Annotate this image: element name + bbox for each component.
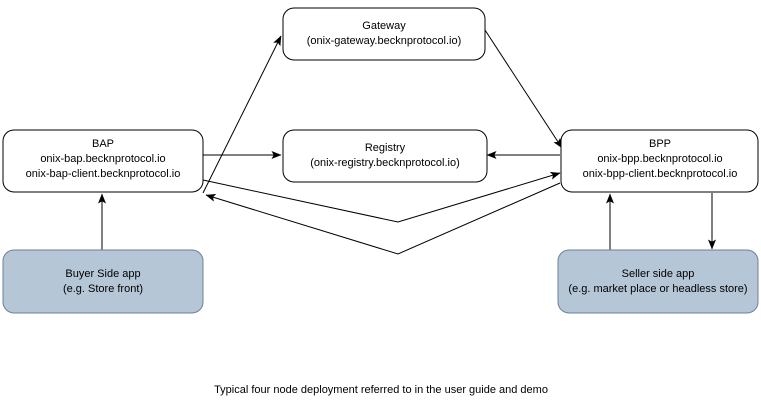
node-registry[interactable]: Registry (onix-registry.becknprotocol.io… (282, 129, 488, 183)
node-registry-title: Registry (365, 142, 406, 154)
node-seller-app-shape (557, 249, 759, 314)
node-gateway-title: Gateway (362, 20, 406, 32)
edge-layer (98, 29, 716, 255)
node-bpp-subtitle: onix-bpp.becknprotocol.io (597, 153, 722, 165)
node-gateway-shape (282, 7, 486, 61)
node-bpp-line3: onix-bpp-client.becknprotocol.io (583, 168, 738, 180)
node-bap-subtitle: onix-bap.becknprotocol.io (40, 153, 165, 165)
node-bpp[interactable]: BPP onix-bpp.becknprotocol.io onix-bpp-c… (560, 129, 759, 193)
edge-gateway-to-bpp (484, 29, 563, 149)
node-buyer-app-title: Buyer Side app (65, 268, 140, 280)
node-seller-app-title: Seller side app (622, 268, 695, 280)
node-gateway-subtitle: (onix-gateway.becknprotocol.io) (307, 35, 461, 47)
node-seller-app-subtitle: (e.g. market place or headless store) (568, 283, 747, 295)
edge-bap-to-bpp (202, 171, 561, 223)
node-gateway[interactable]: Gateway (onix-gateway.becknprotocol.io) (282, 7, 486, 61)
edge-bap-to-gateway (202, 35, 282, 194)
node-bap[interactable]: BAP onix-bap.becknprotocol.io onix-bap-c… (2, 129, 204, 193)
node-buyer-app-subtitle: (e.g. Store front) (63, 283, 143, 295)
node-buyer-app-shape (2, 249, 204, 314)
edge-bpp-to-bap (205, 182, 561, 255)
node-bap-shape (2, 129, 204, 193)
node-bpp-title: BPP (649, 138, 671, 150)
node-bap-title: BAP (92, 138, 114, 150)
node-bap-line3: onix-bap-client.becknprotocol.io (26, 168, 181, 180)
node-registry-subtitle: (onix-registry.becknprotocol.io) (310, 157, 460, 169)
node-registry-shape (282, 129, 488, 183)
node-buyer-app[interactable]: Buyer Side app (e.g. Store front) (2, 249, 204, 314)
diagram-caption: Typical four node deployment referred to… (214, 384, 548, 396)
node-seller-app[interactable]: Seller side app (e.g. market place or he… (557, 249, 759, 314)
node-bpp-shape (560, 129, 759, 193)
